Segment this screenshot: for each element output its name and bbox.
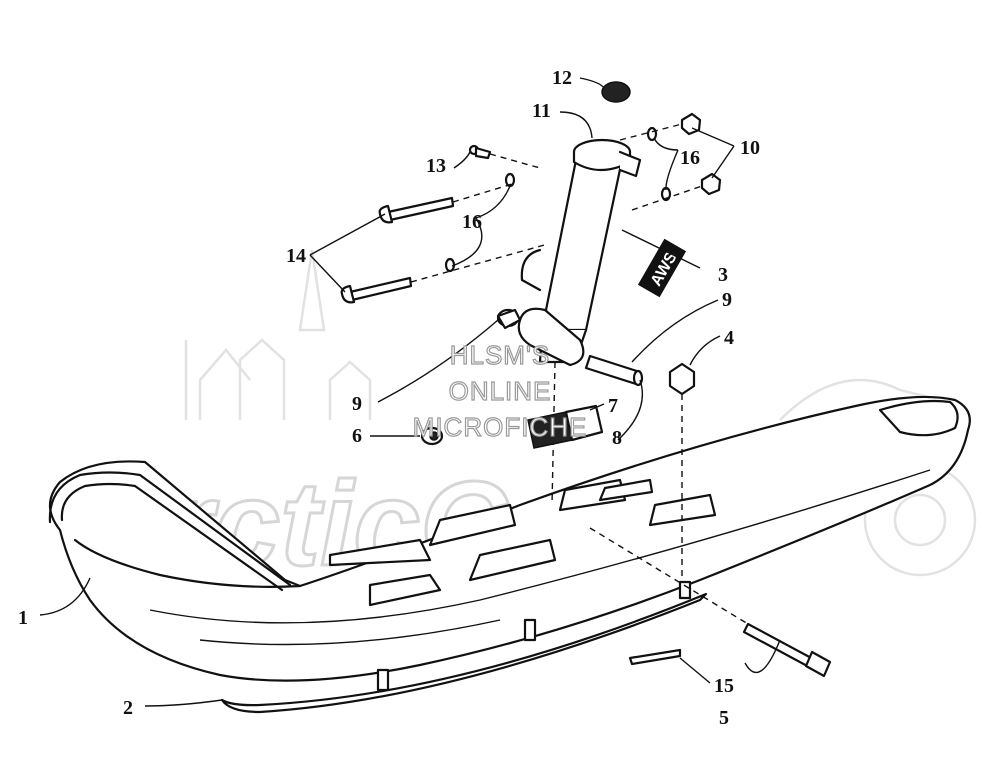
bolt-upper — [378, 196, 455, 224]
ski-body — [48, 395, 971, 692]
callout-4: 4 — [724, 327, 734, 349]
watermark-line-3: MICROFICHE — [413, 412, 588, 442]
callout-10: 10 — [740, 137, 760, 159]
callout-8: 8 — [612, 427, 622, 449]
callout-2: 2 — [123, 697, 133, 719]
callout-9-left: 9 — [352, 393, 362, 415]
bolt-lower — [340, 276, 413, 304]
grease-fitting — [468, 144, 492, 160]
callout-11: 11 — [532, 100, 551, 122]
callout-15: 15 — [714, 675, 734, 697]
assembly-lines — [410, 123, 749, 625]
callout-6: 6 — [352, 425, 362, 447]
spindle-assembly — [517, 138, 642, 506]
callout-3: 3 — [718, 264, 728, 286]
bushing-6 — [420, 426, 444, 446]
callout-12: 12 — [552, 67, 572, 89]
callout-5: 5 — [719, 707, 729, 729]
callout-9-right: 9 — [722, 289, 732, 311]
cap-plug — [601, 81, 631, 103]
callout-16-right: 16 — [680, 147, 700, 169]
watermark-cathedral — [184, 249, 372, 420]
bumper-block — [527, 404, 604, 449]
leader-lines — [39, 77, 781, 707]
callout-14: 14 — [286, 245, 306, 267]
callout-7: 7 — [608, 395, 618, 417]
nut-ski — [668, 362, 696, 396]
watermark-line-1: HLSM'S — [450, 340, 551, 370]
callout-16-left: 16 — [462, 211, 482, 233]
callout-1: 1 — [18, 607, 28, 629]
long-bolt — [742, 622, 832, 678]
watermark-line-2: ONLINE — [449, 376, 552, 406]
callout-13: 13 — [426, 155, 446, 177]
callout-labels: 1 2 3 4 5 6 7 8 9 9 10 11 12 13 14 15 16… — [18, 67, 760, 729]
bushing-left — [496, 308, 522, 330]
bushing-pin — [584, 354, 644, 387]
nut-lower — [700, 172, 722, 196]
aws-decal: AWS — [637, 238, 687, 298]
cotter-pin — [628, 648, 682, 666]
